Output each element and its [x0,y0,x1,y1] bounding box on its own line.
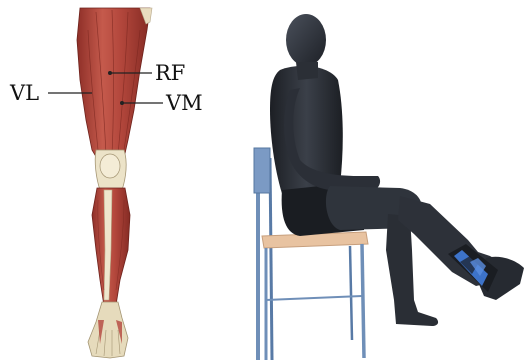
head [286,14,326,66]
label-vl: VL [9,81,39,105]
anatomical-leg [77,8,152,358]
label-rf: RF [155,61,185,85]
seated-figure-illustration [254,14,524,360]
label-vm: VM [165,91,203,115]
